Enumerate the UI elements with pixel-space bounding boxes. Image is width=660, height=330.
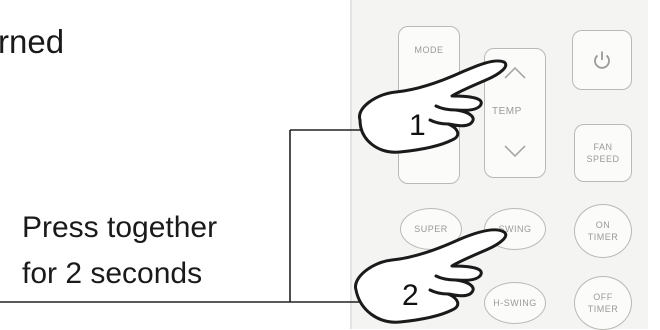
temp-label: TEMP (492, 106, 522, 117)
power-icon (594, 51, 610, 69)
step-1-number: 1 (409, 109, 426, 142)
fan-speed-button[interactable]: FAN SPEED (574, 124, 632, 182)
chevron-down-icon[interactable] (503, 144, 527, 158)
off-timer-button[interactable]: OFF TIMER (574, 276, 632, 330)
press-together-text: Press together (22, 211, 218, 244)
on-timer-button[interactable]: ON TIMER (574, 204, 632, 258)
chevron-up-icon[interactable] (503, 66, 527, 80)
pointing-hand-icon (358, 59, 508, 154)
pointing-hand-icon (354, 228, 508, 324)
bracket-lines (0, 129, 380, 303)
instruction-fragment-text: rned (0, 23, 65, 60)
for-seconds-text: for 2 seconds (22, 257, 203, 290)
power-button[interactable] (572, 30, 632, 90)
mode-label: MODE (414, 45, 444, 55)
step-2-number: 2 (402, 279, 419, 312)
h-swing-button[interactable]: H-SWING (484, 282, 546, 324)
